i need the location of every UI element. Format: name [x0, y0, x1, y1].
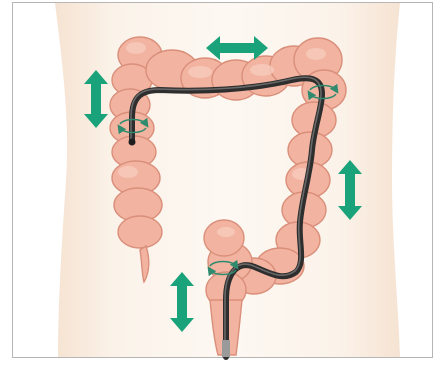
colonoscope-tip — [129, 139, 136, 146]
colonoscope-insertion — [222, 340, 230, 357]
